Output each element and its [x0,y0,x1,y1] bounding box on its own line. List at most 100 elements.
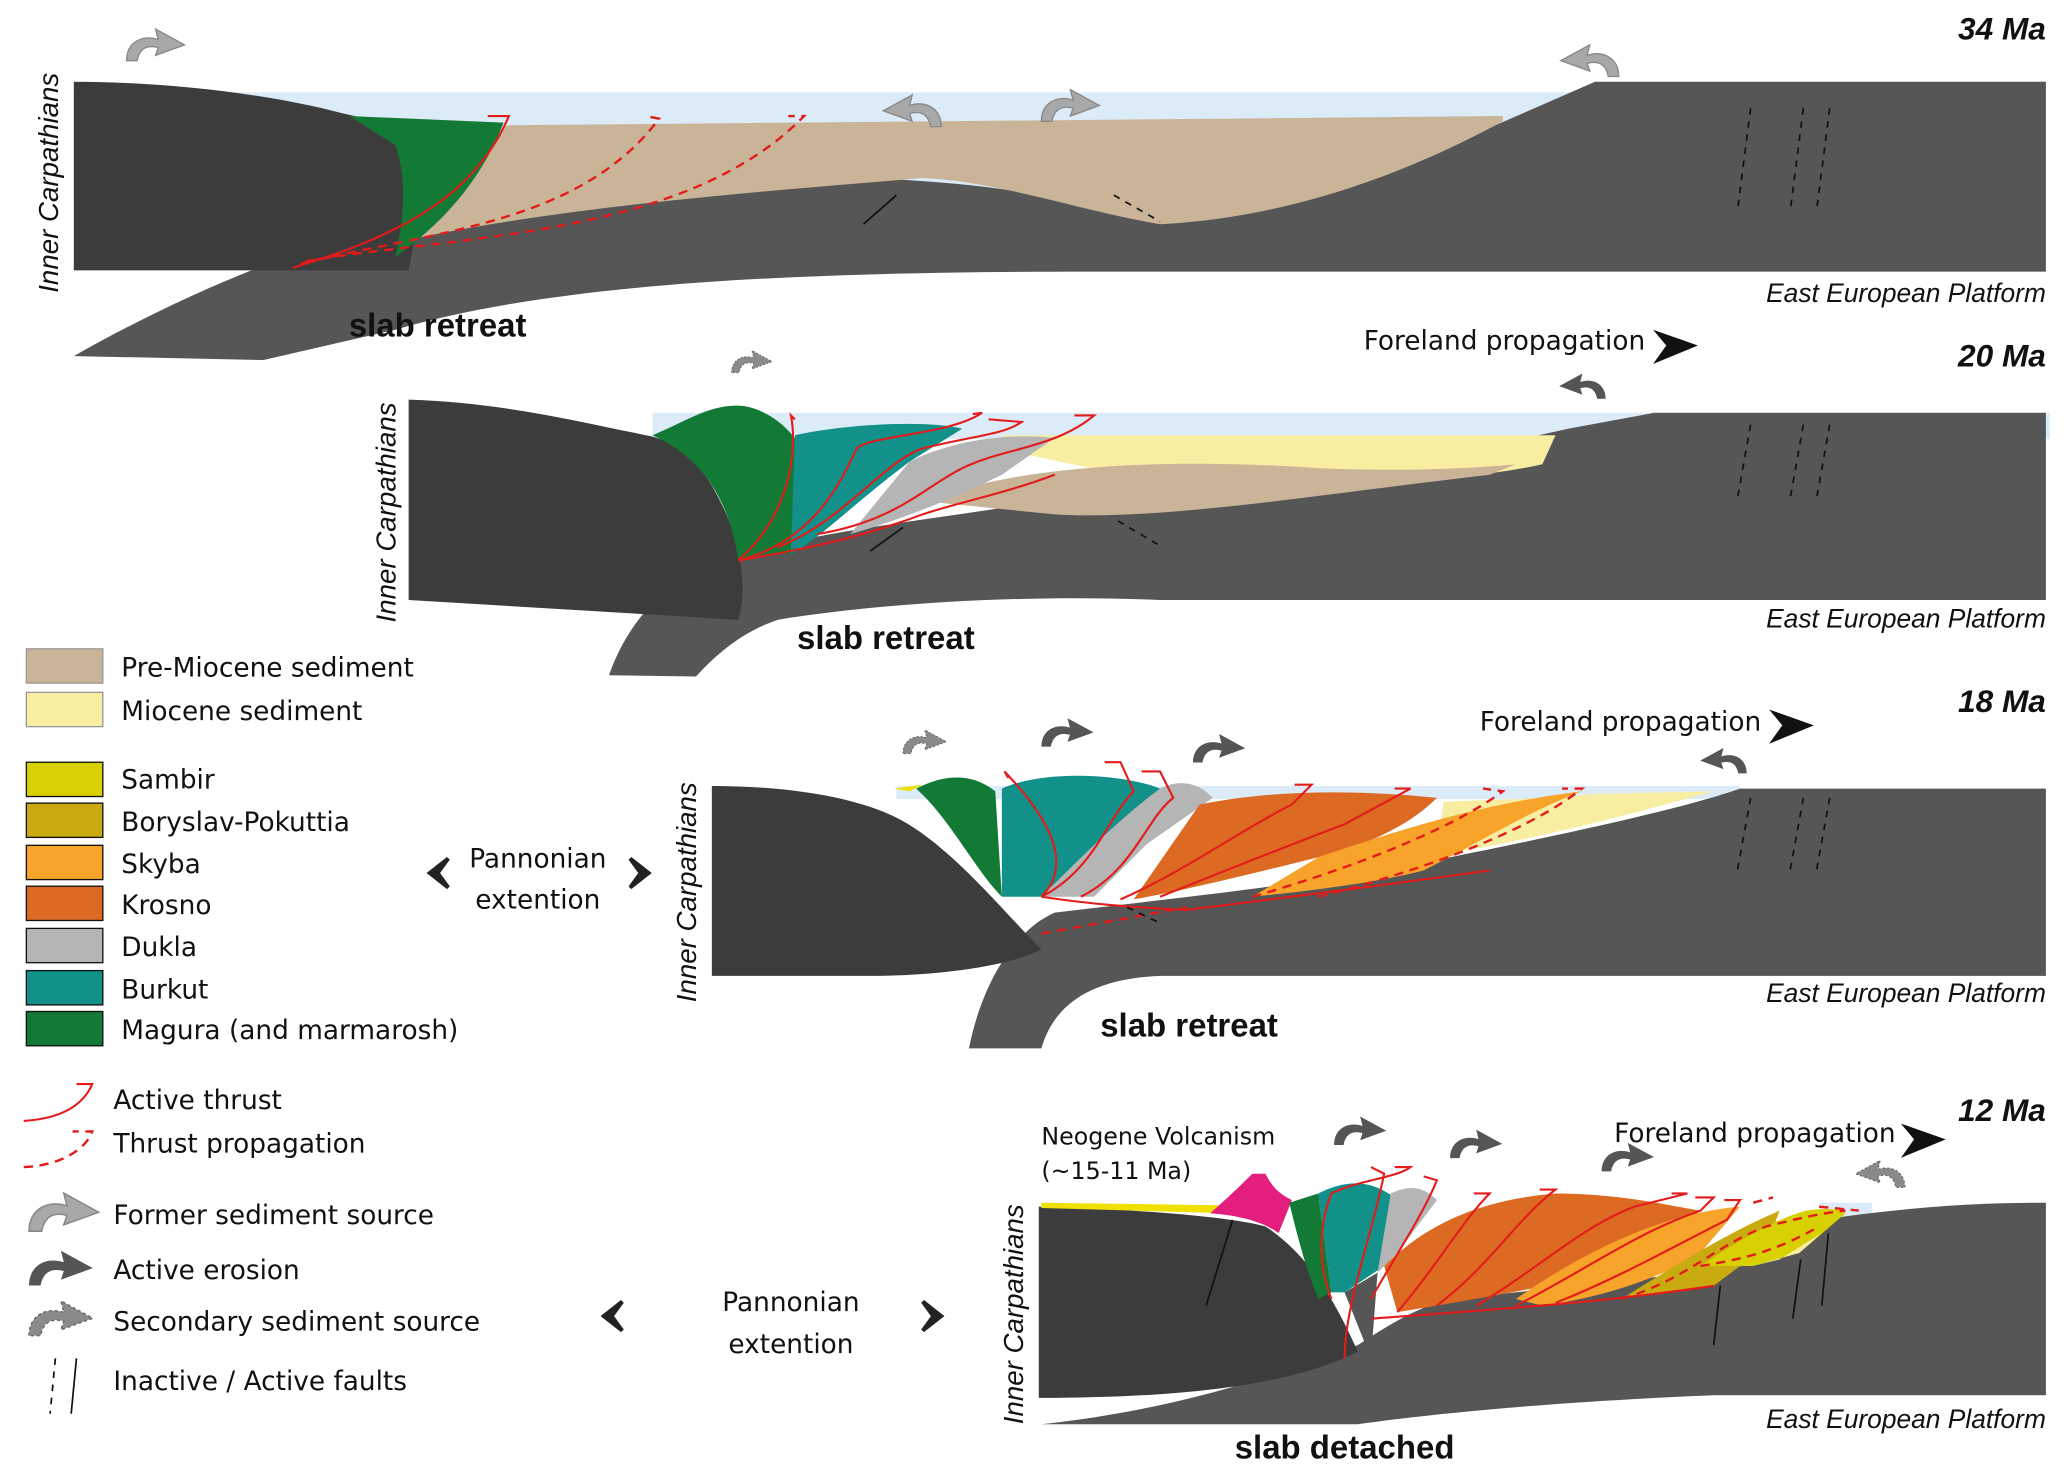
pre-miocene-sediment [316,116,1503,264]
sambir-strip [893,784,923,792]
age-label: 34 Ma [1958,11,2046,47]
secondary-source-arrow-icon [731,350,773,374]
krosno-unit [1133,792,1437,900]
chevron-left-icon [600,1300,624,1333]
east-european-platform [73,81,2046,361]
legend-item-active-thrust: Active thrust [23,1082,282,1122]
panel-12ma: Foreland propagation 12 Ma East European… [600,1092,2046,1466]
active-thrust [1370,1284,1714,1320]
extension-label-line1: Pannonian [469,845,606,875]
inactive-fault [1113,194,1161,223]
inner-carpathians-block [711,785,1042,976]
legend-label: Krosno [121,891,211,921]
chevron-left-icon [426,856,450,890]
active-thrust [817,414,1098,536]
active-thrust [1080,770,1175,898]
active-thrust [1003,770,1058,898]
burkut-unit [1318,1183,1398,1293]
thrust-propagation [1317,787,1586,898]
inner-carpathians-label: Inner Carpathians [998,1204,1029,1424]
legend-label: Miocene sediment [121,697,362,727]
active-thrust [292,114,511,269]
legend-label: Secondary sediment source [113,1308,480,1338]
skyba-unit [1515,1206,1741,1306]
magura-unit [916,777,1002,897]
inactive-fault [1126,906,1161,924]
inactive-fault [1815,108,1831,212]
legend-item-magura: Magura (and marmarosh) [25,1010,458,1047]
thrust-propagation-icon [23,1130,94,1169]
active-thrust [1343,1166,1386,1359]
age-label: 18 Ma [1958,683,2046,719]
legend-item-faults: Inactive / Active faults [49,1358,407,1414]
east-european-platform [609,412,2046,677]
thrust-propagation [1819,1205,1859,1212]
active-erosion-arrow-icon [1559,373,1606,399]
active-thrust [1555,1199,1743,1304]
active-thrust [738,473,1055,562]
inner-carpathians-block [408,399,743,620]
inner-carpathians-label: Inner Carpathians [370,402,401,622]
active-erosion-arrow-icon [1700,747,1747,774]
active-thrust [1475,1192,1688,1307]
foreland-propagation-label: Foreland propagation [1614,1119,1895,1149]
east-european-platform [968,788,2046,1049]
legend-item-dukla: Dukla [25,927,197,964]
legend-label: Boryslav-Pokuttia [121,808,350,838]
active-erosion-arrow-icon [1193,734,1246,763]
inactive-fault-icon [49,1358,57,1414]
swatch-sambir [25,761,104,798]
secondary-source-arrow-icon [902,729,947,755]
swatch-krosno [25,885,104,922]
former-source-arrow-icon [1560,44,1620,78]
former-source-arrow-icon [28,1192,100,1232]
active-erosion-arrow-icon [1041,718,1094,747]
boryslav-pokuttia-unit [1621,1210,1780,1299]
inner-carpathians-label: Inner Carpathians [33,73,64,293]
legend-item-krosno: Krosno [25,885,212,922]
thrust-propagation [300,114,662,265]
inner-carpathians-block [1038,1206,1358,1398]
swatch-burkut [25,969,104,1006]
arrowhead-right-icon [1769,709,1814,744]
active-fault [1791,1259,1802,1319]
slab-label: slab retreat [797,619,975,656]
volcanism-label-line2: (~15-11 Ma) [1041,1157,1191,1185]
active-thrust [737,411,983,562]
arrowhead-right-icon [1653,329,1698,364]
platform-label: East European Platform [1766,278,2046,308]
active-erosion-arrow-icon [29,1250,93,1286]
volcanism-label-line1: Neogene Volcanism [1041,1123,1275,1151]
foreland-propagation-label: Foreland propagation [1364,326,1645,356]
arrowhead-right-icon [1900,1123,1946,1158]
active-thrust [1041,869,1490,911]
active-thrust [1370,1175,1439,1300]
legend: Pre-Miocene sediment Miocene sediment Sa… [23,648,480,1414]
legend-label: Burkut [121,975,208,1005]
legend-item-pre-miocene: Pre-Miocene sediment [25,648,414,684]
active-thrust [1515,1196,1717,1307]
inner-carpathians-block [73,81,417,271]
slab-label: slab detached [1235,1429,1455,1466]
legend-label: Skyba [121,850,201,880]
legend-label: Thrust propagation [112,1130,365,1160]
active-thrust [1436,1188,1559,1307]
thrust-propagation [305,114,807,263]
extension-label-line2: extention [728,1330,853,1360]
active-fault [1205,1219,1234,1306]
legend-label: Inactive / Active faults [113,1367,407,1397]
dukla-unit [1041,783,1213,897]
burkut-unit [1001,775,1161,897]
swatch-dukla [25,927,104,964]
extension-label-line2: extention [475,886,600,916]
panel-34ma: 34 Ma East European Platform slab retrea… [33,11,2046,361]
active-fault [1820,1232,1830,1306]
active-fault-icon [70,1358,78,1414]
chevron-right-icon [921,1300,945,1333]
active-fault [862,194,897,225]
swatch-magura [25,1010,104,1047]
chevron-right-icon [628,856,652,890]
active-fault [869,526,904,552]
active-fault [1712,1285,1722,1346]
